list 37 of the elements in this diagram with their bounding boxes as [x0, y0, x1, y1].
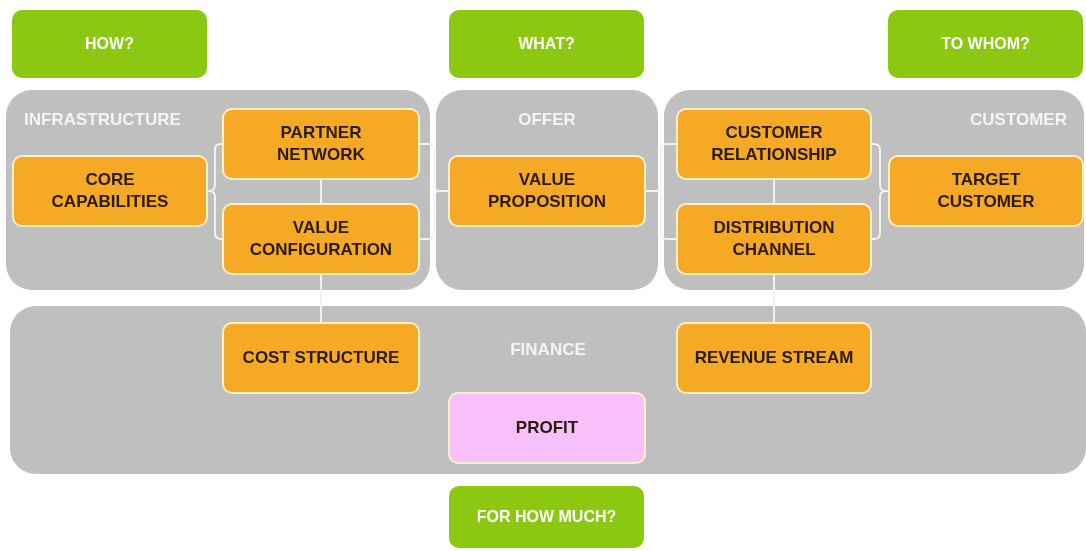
- box-label: VALUE CONFIGURATION: [248, 216, 394, 261]
- box-label: DISTRIBUTION CHANNEL: [712, 216, 836, 261]
- question-box: [12, 10, 207, 78]
- box-label: VALUE PROPOSITION: [486, 168, 608, 213]
- element-box: [12, 155, 208, 227]
- box-label: REVENUE STREAM: [693, 346, 855, 369]
- element-box: [676, 108, 872, 180]
- group-panel: [436, 90, 658, 290]
- box-label: HOW?: [84, 33, 135, 54]
- box-label: CORE CAPABILITIES: [50, 168, 170, 213]
- box-label: CUSTOMER RELATIONSHIP: [710, 121, 838, 166]
- element-box: [222, 203, 420, 275]
- group-panel: [664, 90, 1084, 290]
- connector-line: [207, 190, 223, 240]
- connector-line: [773, 179, 775, 204]
- profit-box: [448, 392, 646, 464]
- element-box: [222, 108, 420, 180]
- question-box: [888, 10, 1083, 78]
- element-box: [888, 155, 1084, 227]
- box-label: PARTNER NETWORK: [276, 121, 366, 166]
- connector-line: [320, 179, 322, 204]
- question-box: [449, 486, 644, 548]
- box-label: FOR HOW MUCH?: [475, 506, 618, 527]
- element-box: [676, 203, 872, 275]
- box-label: WHAT?: [517, 33, 576, 54]
- element-box: [676, 322, 872, 394]
- element-box: [222, 322, 420, 394]
- group-panel: [10, 306, 1086, 474]
- box-label: TO WHOM?: [940, 33, 1031, 54]
- connector-line: [320, 274, 322, 323]
- box-label: COST STRUCTURE: [241, 346, 401, 369]
- box-label: TARGET CUSTOMER: [936, 168, 1036, 213]
- element-box: [448, 155, 646, 227]
- question-box: [449, 10, 644, 78]
- box-label: PROFIT: [514, 416, 580, 439]
- group-panel: [6, 90, 430, 290]
- connector-line: [773, 274, 775, 323]
